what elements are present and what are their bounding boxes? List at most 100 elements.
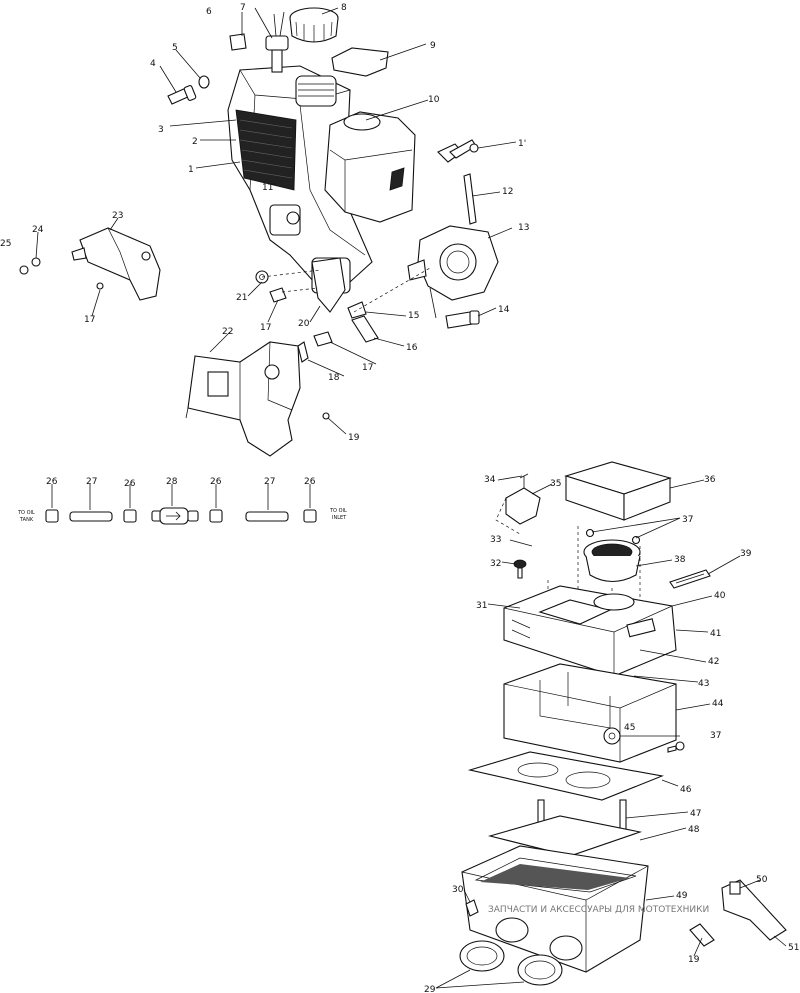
- bracket-23-assembly: [19, 227, 161, 301]
- bracket-22: [187, 341, 301, 457]
- callout-10: 10: [428, 95, 440, 105]
- callout-17-right: 17: [362, 363, 373, 373]
- callout-3: 3: [158, 125, 164, 135]
- callout-2: 2: [192, 137, 198, 147]
- strap-39: [669, 569, 711, 589]
- callout-19-top: 19: [348, 433, 360, 443]
- hose-27a: [69, 511, 113, 522]
- callout-11: 11: [262, 183, 273, 193]
- callout-16: 16: [406, 343, 418, 353]
- screw-30: [465, 899, 479, 917]
- callout-26-a: 26: [46, 477, 58, 487]
- watermark-text: ЗАПЧАСТИ И АКСЕССУАРЫ ДЛЯ МОТОТЕХНИКИ: [488, 905, 709, 915]
- callout-4: 4: [150, 59, 156, 69]
- bolt-15: [347, 301, 367, 319]
- oil-line-row: [45, 507, 317, 525]
- callout-51: 51: [788, 943, 799, 953]
- to-oil-inlet-line1: TO OIL: [329, 508, 347, 514]
- screw-17a: [269, 287, 287, 303]
- nut-19: [322, 412, 330, 420]
- callout-9: 9: [430, 41, 436, 51]
- bolt-14: [445, 310, 480, 329]
- bracket-20: [311, 257, 346, 313]
- callout-7: 7: [240, 3, 246, 13]
- callout-15: 15: [408, 311, 419, 321]
- callout-43: 43: [698, 679, 709, 689]
- oil-filter-28: [151, 507, 199, 525]
- callout-25: 25: [0, 239, 11, 249]
- screw-17b: [313, 331, 333, 347]
- callout-33: 33: [490, 535, 501, 545]
- callout-38: 38: [674, 555, 686, 565]
- fitting-elbow: [437, 139, 479, 163]
- callout-20: 20: [298, 319, 310, 329]
- tank-cap: [289, 7, 339, 43]
- callout-30: 30: [452, 885, 464, 895]
- callout-34: 34: [484, 475, 496, 485]
- bolt-16: [351, 315, 379, 343]
- screw-37c: [667, 741, 685, 753]
- callout-29: 29: [424, 985, 436, 993]
- callout-18-top: 18: [328, 373, 340, 383]
- hose-27b: [245, 511, 289, 522]
- oil-reservoir: [324, 111, 416, 223]
- callout-44: 44: [712, 699, 724, 709]
- callout-6: 6: [206, 7, 212, 17]
- level-sensor: [265, 11, 289, 73]
- airbox-housing: [503, 663, 677, 763]
- callout-26-d: 26: [304, 477, 316, 487]
- callout-23: 23: [112, 211, 123, 221]
- callout-35: 35: [550, 479, 561, 489]
- to-oil-tank-line2: TANK: [19, 517, 34, 523]
- washer-5: [198, 75, 210, 89]
- callout-5: 5: [172, 43, 178, 53]
- tank-grille: [235, 109, 297, 191]
- to-oil-inlet-line2: INLET: [332, 515, 347, 521]
- airbox-assembly: [459, 461, 787, 986]
- callout-1-prime: 1': [518, 139, 526, 149]
- callout-27-a: 27: [86, 477, 97, 487]
- callout-24: 24: [32, 225, 44, 235]
- throttle-body: [407, 225, 499, 319]
- callout-45: 45: [624, 723, 635, 733]
- clip-19: [689, 923, 715, 947]
- air-filter: [564, 461, 672, 521]
- callout-27-b: 27: [264, 477, 275, 487]
- callout-28: 28: [166, 477, 178, 487]
- callout-17-left: 17: [84, 315, 95, 325]
- to-oil-tank-line1: TO OIL: [17, 510, 35, 516]
- callout-39: 39: [740, 549, 752, 559]
- callout-22: 22: [222, 327, 233, 337]
- airbox-base: [461, 845, 649, 973]
- callout-8: 8: [341, 3, 347, 13]
- clamp-26d: [303, 509, 317, 523]
- seal-29a: [459, 940, 505, 972]
- callout-labels: 6 7 8 9 10 5 4 3 2 1 11 1' 12 13 23 24 2…: [0, 3, 799, 993]
- filler-neck: [295, 75, 337, 107]
- callout-17-mid: 17: [260, 323, 271, 333]
- callout-46: 46: [680, 785, 692, 795]
- screw-37a: [585, 528, 595, 538]
- callout-26-c: 26: [210, 477, 222, 487]
- washer-18: [297, 341, 309, 363]
- airbox-lid: [503, 585, 677, 677]
- leader-lines: [35, 7, 787, 989]
- bolt-4: [167, 85, 197, 105]
- bracket-23: [79, 227, 161, 301]
- callout-50: 50: [756, 875, 768, 885]
- callout-21: 21: [236, 293, 247, 303]
- callout-37-right: 37: [710, 731, 721, 741]
- callout-12: 12: [502, 187, 513, 197]
- callout-36: 36: [704, 475, 716, 485]
- callout-26-b: 26: [124, 479, 136, 489]
- callout-19-bottom: 19: [688, 955, 700, 965]
- clamp-26a: [45, 509, 59, 523]
- callout-47: 47: [690, 809, 701, 819]
- bracket-50: [721, 879, 787, 941]
- sensor-35: [495, 473, 541, 535]
- clamp-26c: [209, 509, 223, 523]
- plug-32: [513, 559, 527, 579]
- clamp-26b: [123, 509, 137, 523]
- nut-24: [31, 257, 41, 267]
